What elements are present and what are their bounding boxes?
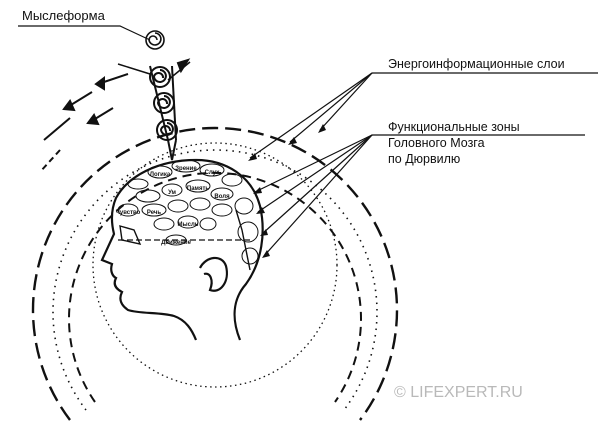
zone-word: Воля <box>214 194 230 200</box>
energy-layers-label: Энергоинформационные слои <box>388 57 565 71</box>
thoughtform-stream <box>117 58 191 161</box>
zone-word: Движение <box>161 240 191 246</box>
zone-word: Ум <box>168 190 176 196</box>
zone-word: Память <box>187 186 210 192</box>
zone-word: Зрение <box>175 166 197 172</box>
zone-word: Речь <box>147 210 162 216</box>
inner-energy-layer <box>68 171 362 403</box>
zone-word: Слух <box>205 170 220 176</box>
thoughtform-label: Мыслеформа <box>22 8 106 23</box>
outer-energy-layer <box>31 126 399 421</box>
label-lines <box>18 25 598 257</box>
label-arrowheads <box>248 124 326 258</box>
spiral-icon <box>145 30 165 50</box>
watermark: © LIFEXPERT.RU <box>394 384 523 401</box>
brain-zone-grid <box>117 159 259 271</box>
aura-circle <box>92 142 338 388</box>
zone-word: Мысль <box>178 222 199 228</box>
zone-word: Чувство <box>116 210 141 216</box>
zones-label-line3: по Дюрвилю <box>388 152 460 166</box>
zone-word: Логика <box>150 172 171 178</box>
left-flow-arrows <box>39 73 129 173</box>
zones-label-line1: Функциональные зоны <box>388 120 520 134</box>
head-profile <box>100 158 264 341</box>
zones-label-line2: Головного Мозга <box>388 136 485 150</box>
